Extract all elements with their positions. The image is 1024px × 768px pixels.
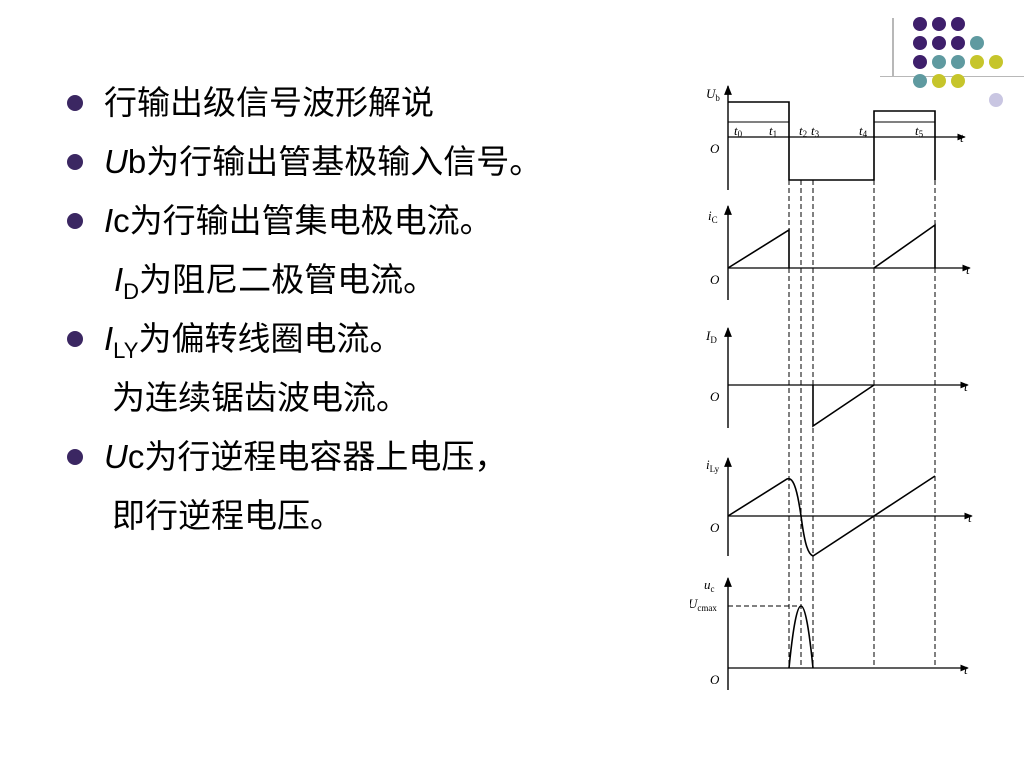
- decor-dot: [951, 17, 965, 31]
- time-label-t4: t4: [859, 123, 868, 139]
- bullet-item-ub: Ub为行输出管基极输入信号。: [62, 137, 662, 196]
- bullet-item-uc: Uc为行逆程电容器上电压，: [62, 432, 662, 491]
- bullet-text: 为行输出管基极输入信号。: [146, 142, 543, 181]
- time-label-t5: t5: [915, 123, 924, 139]
- bullet-item-ic: Ic为行输出管集电极电流。: [62, 196, 662, 255]
- ily-sawtooth-line: [727, 475, 936, 557]
- uc-axis-label: uc: [704, 577, 715, 594]
- bullet-text: 为行逆程电容器上电压，: [144, 437, 508, 476]
- ily-waveform-panel: iLy O t: [706, 457, 973, 557]
- id-waveform-panel: ID O t: [705, 327, 969, 428]
- ily-axis-label: iLy: [706, 457, 720, 474]
- decor-dot: [989, 93, 1003, 107]
- decor-dot: [913, 36, 927, 50]
- decor-dot: [951, 36, 965, 50]
- ic-waveform-panel: iC O t: [708, 205, 971, 300]
- ub-t-label: t: [960, 130, 964, 145]
- ic-t-label: t: [966, 262, 970, 277]
- decor-dot: [932, 55, 946, 69]
- decor-dot: [970, 36, 984, 50]
- ic-ramp-line: [873, 223, 936, 269]
- bullet-dot-icon: [67, 449, 83, 465]
- bullet-dot-icon: [67, 331, 83, 347]
- bullet-text: 为连续锯齿波电流。: [112, 378, 409, 417]
- id-ramp-line: [812, 384, 875, 428]
- bullet-item-ily: ILY为偏转线圈电流。: [62, 314, 662, 373]
- ily-t-label: t: [968, 510, 972, 525]
- symbol-ub: Ub: [104, 143, 147, 180]
- bullet-dot-icon: [67, 95, 83, 111]
- symbol-ily: ILY: [104, 320, 139, 363]
- bullet-dot-icon: [67, 154, 83, 170]
- id-t-label: t: [964, 379, 968, 394]
- decor-dot: [951, 74, 965, 88]
- waveform-diagram: Ub O t t0 t1 t2 t3 t4 t5 iC O t ID O t i…: [690, 85, 973, 690]
- decor-dot: [913, 17, 927, 31]
- text-line-id: ID为阻尼二极管电流。: [62, 255, 662, 314]
- id-origin-label: O: [710, 389, 720, 404]
- ub-origin-label: O: [710, 141, 720, 156]
- bullet-dot-icon: [67, 213, 83, 229]
- ub-waveform-panel: Ub O t t0 t1 t2 t3 t4 t5: [706, 85, 966, 190]
- time-marker-lines: [788, 180, 936, 668]
- decor-vertical-line: [892, 18, 894, 76]
- bullet-text: 为偏转线圈电流。: [138, 319, 403, 358]
- bullet-text: 为行输出管集电极电流。: [129, 201, 493, 240]
- decor-dot: [913, 74, 927, 88]
- id-axis-label: ID: [705, 328, 717, 345]
- time-label-t3: t3: [811, 123, 820, 139]
- decor-dot: [932, 36, 946, 50]
- time-label-t1: t1: [769, 123, 777, 139]
- time-label-t0: t0: [734, 123, 743, 139]
- decor-dot: [970, 55, 984, 69]
- decor-dot: [932, 74, 946, 88]
- bullet-text: 为阻尼二极管电流。: [139, 260, 437, 299]
- time-label-t2: t2: [799, 123, 807, 139]
- ic-origin-label: O: [710, 272, 720, 287]
- text-line-flyback: 即行逆程电压。: [62, 491, 662, 550]
- text-line-sawtooth: 为连续锯齿波电流。: [62, 373, 662, 432]
- ily-origin-label: O: [710, 520, 720, 535]
- ucmax-label: Ucmax: [690, 596, 717, 613]
- bullet-item-title: 行输出级信号波形解说: [62, 78, 662, 137]
- ub-axis-label: Ub: [706, 86, 720, 103]
- ic-ramp-line: [727, 228, 790, 269]
- bullet-list: 行输出级信号波形解说 Ub为行输出管基极输入信号。 Ic为行输出管集电极电流。 …: [62, 78, 662, 550]
- decor-dot: [913, 55, 927, 69]
- ub-pulse-line: [728, 101, 936, 181]
- symbol-id: ID: [114, 261, 140, 304]
- bullet-text: 即行逆程电压。: [112, 496, 343, 535]
- uc-origin-label: O: [710, 672, 720, 687]
- decor-dot: [951, 55, 965, 69]
- decor-dot: [989, 55, 1003, 69]
- ic-axis-label: iC: [708, 208, 718, 225]
- symbol-uc: Uc: [104, 438, 145, 475]
- bullet-text: 行输出级信号波形解说: [104, 83, 434, 122]
- decor-dot: [932, 17, 946, 31]
- uc-t-label: t: [964, 662, 968, 677]
- symbol-ic: Ic: [104, 202, 130, 239]
- uc-waveform-panel: uc Ucmax O t: [690, 577, 969, 690]
